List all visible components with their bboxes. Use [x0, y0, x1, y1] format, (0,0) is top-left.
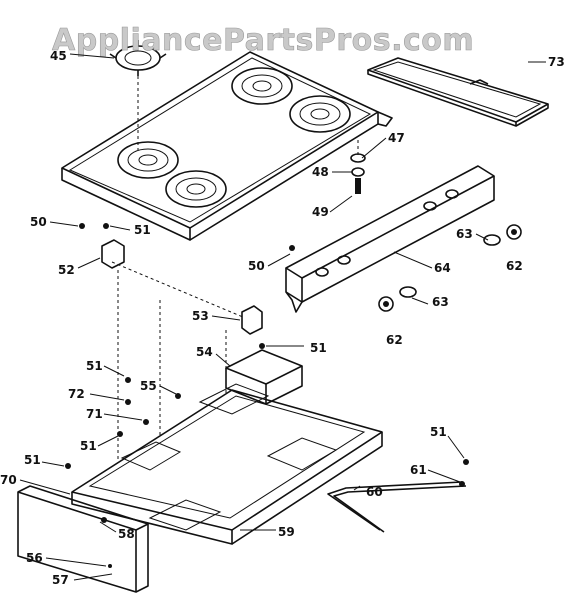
burner-opening — [117, 141, 179, 179]
callout-label: 56 — [26, 551, 43, 565]
callout-label: 63 — [456, 227, 473, 241]
callout-label: 53 — [192, 309, 209, 323]
callout-label: 71 — [86, 407, 103, 421]
callout-label: 52 — [58, 263, 75, 277]
callout-label: 55 — [140, 379, 157, 393]
burner-valve — [378, 286, 417, 312]
burner-valve — [483, 224, 522, 246]
callout-label: 50 — [30, 215, 47, 229]
burner-box — [71, 383, 383, 545]
bracket — [79, 223, 295, 269]
callout-label: 58 — [118, 527, 135, 541]
callout-label: 64 — [434, 261, 451, 275]
callout-label: 51 — [24, 453, 41, 467]
leader-lines — [19, 53, 546, 581]
callout-label: 62 — [386, 333, 403, 347]
burner-opening — [289, 95, 351, 133]
callout-label: 57 — [52, 573, 69, 587]
callout-label: 51 — [310, 341, 327, 355]
cooktop-panel — [61, 51, 393, 241]
callout-label: 73 — [548, 55, 565, 69]
callout-label: 48 — [312, 165, 329, 179]
callout-label: 50 — [248, 259, 265, 273]
callout-label: 61 — [410, 463, 427, 477]
callout-label: 51 — [134, 223, 151, 237]
callout-label: 70 — [0, 473, 17, 487]
callout-label: 51 — [430, 425, 447, 439]
callout-label: 63 — [432, 295, 449, 309]
callout-label: 47 — [388, 131, 405, 145]
callout-label: 45 — [50, 49, 67, 63]
callout-label: 54 — [196, 345, 213, 359]
cooktop-glass-frame — [367, 57, 549, 127]
orifice-fittings — [350, 140, 366, 194]
callout-label: 59 — [278, 525, 295, 539]
control-panel — [17, 485, 149, 593]
callout-label: 51 — [86, 359, 103, 373]
watermark: AppliancePartsPros.com — [52, 23, 474, 58]
callout-label: 62 — [506, 259, 523, 273]
callout-label: 51 — [80, 439, 97, 453]
manifold-bar — [285, 165, 495, 313]
burner-opening — [231, 67, 293, 105]
burner-grate — [109, 40, 167, 150]
gas-tube — [327, 481, 467, 533]
callout-label: 49 — [312, 205, 329, 219]
callout-label: 60 — [366, 485, 383, 499]
callout-labels: 45 73 47 48 49 50 51 52 63 62 64 50 63 6… — [0, 49, 565, 587]
callout-label: 72 — [68, 387, 85, 401]
burner-opening — [165, 170, 227, 208]
bracket — [241, 305, 265, 349]
burner-support — [225, 349, 303, 405]
